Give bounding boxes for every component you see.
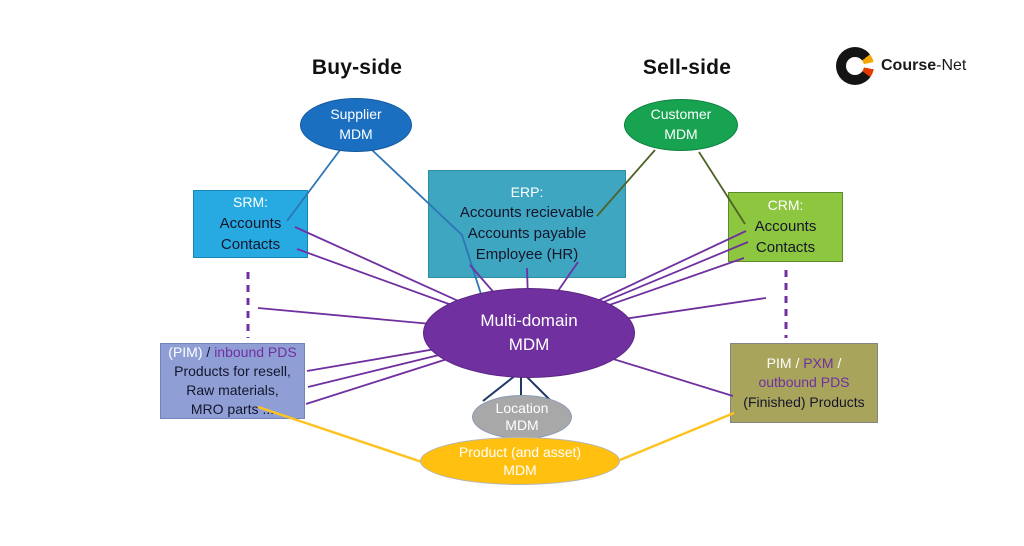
supplier-mdm-node: Supplier MDM [300, 98, 412, 152]
erp-item: Employee (HR) [475, 246, 579, 264]
customer-mdm-node: Customer MDM [624, 99, 738, 151]
srm-box: SRM: Accounts Contacts [193, 190, 308, 258]
pim-outbound-item: (Finished) Products [743, 393, 865, 410]
pim-inbound-item: Raw materials, [186, 382, 279, 398]
pim-inbound-heading: (PIM) / inbound PDS [168, 343, 296, 362]
crm-box: CRM: Accounts Contacts [728, 192, 843, 262]
pim-outbound-sep2: / [837, 354, 842, 371]
sell-side-title: Sell-side [642, 56, 732, 79]
course-net-wordmark-bold: Course [881, 57, 937, 74]
multi-domain-mdm-node: Multi-domain MDM [423, 288, 635, 378]
crm-title: CRM: [767, 197, 804, 214]
pim-outbound-subtitle: outbound PDS [758, 374, 850, 391]
erp-item: Accounts recievable [459, 204, 595, 222]
product-mdm-label: MDM [503, 462, 537, 478]
course-net-wordmark-light: -Net [936, 57, 967, 74]
pim-inbound-item: MRO parts ... [190, 400, 275, 417]
supplier-mdm-label: MDM [339, 126, 373, 142]
product-mdm-label: Product (and asset) [458, 443, 582, 460]
customer-mdm-label: Customer [650, 106, 712, 123]
course-net-logo-hole [846, 57, 864, 75]
location-mdm-label: MDM [505, 417, 539, 433]
pim-inbound-subtitle: inbound PDS [214, 344, 297, 361]
srm-item: Contacts [220, 235, 281, 253]
srm-item: Accounts [219, 214, 282, 232]
pim-outbound-acronym: PIM [766, 354, 792, 371]
course-net-wordmark: Course-Net [881, 57, 966, 75]
pim-inbound-separator: / [206, 344, 211, 361]
pim-outbound-box: PIM / PXM / outbound PDS (Finished) Prod… [730, 343, 878, 423]
course-net-logo-icon [836, 47, 874, 85]
multi-domain-mdm-label: Multi-domain [480, 311, 578, 331]
supplier-mdm-label: Supplier [330, 106, 382, 123]
pim-outbound-pxm: PXM [803, 354, 834, 371]
erp-item: Accounts payable [467, 225, 587, 243]
erp-title: ERP: [510, 183, 544, 200]
course-net-logo: Course-Net [836, 45, 966, 87]
connector-product-pim-outbound [619, 411, 735, 462]
pim-outbound-sep1: / [795, 354, 800, 371]
pim-outbound-heading: PIM / PXM / [767, 354, 842, 374]
product-mdm-node: Product (and asset) MDM [420, 437, 620, 485]
crm-item: Accounts [754, 217, 817, 235]
erp-box: ERP: Accounts recievable Accounts payabl… [428, 170, 626, 278]
multi-domain-mdm-label: MDM [508, 335, 550, 354]
customer-mdm-label: MDM [664, 126, 698, 142]
pim-inbound-acronym: (PIM) [168, 344, 203, 361]
pim-inbound-item: Products for resell, [174, 363, 291, 380]
pim-inbound-box: (PIM) / inbound PDS Products for resell,… [160, 343, 305, 419]
buy-side-title: Buy-side [311, 56, 403, 79]
location-mdm-node: Location MDM [472, 395, 572, 439]
srm-title: SRM: [233, 194, 268, 211]
location-mdm-label: Location [495, 399, 549, 416]
crm-item: Contacts [755, 238, 816, 256]
